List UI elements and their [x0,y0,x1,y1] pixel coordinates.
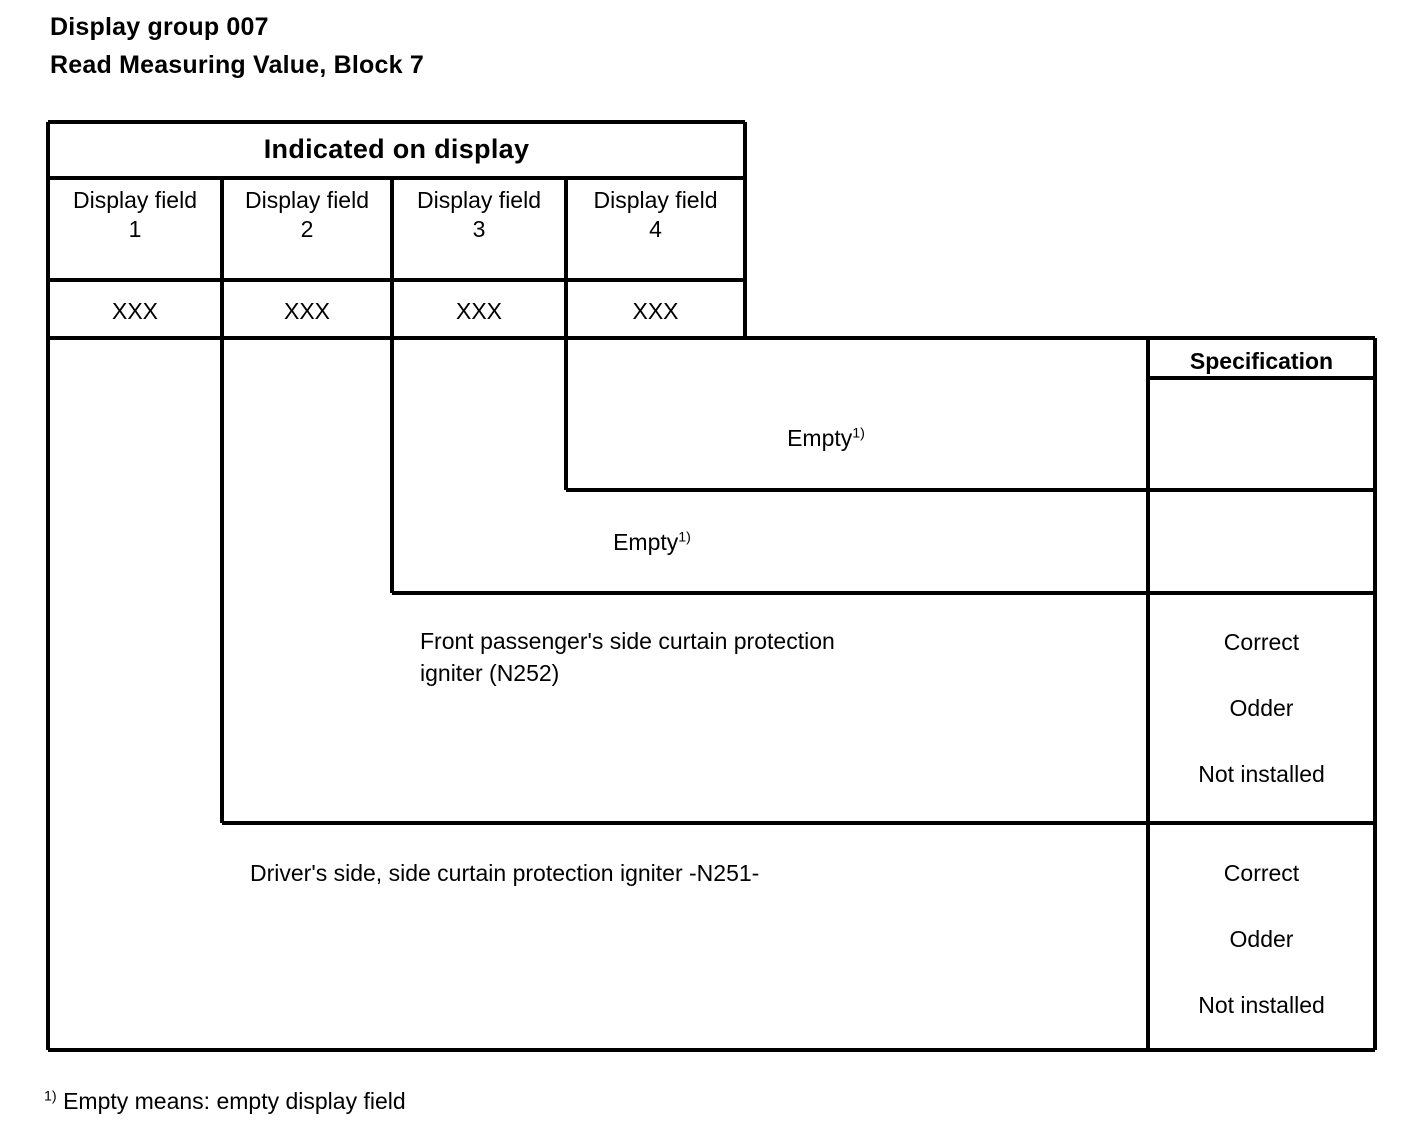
row-4-spec-option-3: Not installed [1198,992,1325,1018]
field-header-1-number: 1 [128,216,142,242]
page-title-line-1: Display group 007 [50,13,269,41]
value-cell-2-text: XXX [283,298,331,324]
value-cell-2: XXX [222,296,392,327]
value-cell-4: XXX [566,296,745,327]
row-4-spec-option-2: Odder [1229,926,1294,952]
row-2-footnote-marker: 1) [678,529,691,546]
specification-header-label: Specification [1189,348,1334,374]
row-2-description-text: Empty [613,529,679,555]
field-header-2-number: 2 [300,216,314,242]
row-3-spec-option-2: Odder [1229,695,1294,721]
footnote-marker: 1) [44,1088,57,1105]
row-4-specification-cell: Correct Odder Not installed [1148,858,1375,1021]
field-header-3-label: Display field [417,187,541,213]
row-3-specification-cell: Correct Odder Not installed [1148,627,1375,790]
row-2-description-cell: Empty1) [392,527,912,558]
field-header-2-label: Display field [245,187,369,213]
field-header-1: Display field 1 [48,186,222,244]
row-3-description-line-1: Front passenger's side curtain protectio… [420,628,835,654]
field-header-3-number: 3 [472,216,486,242]
field-header-1-label: Display field [73,187,197,213]
field-header-4-label: Display field [593,187,718,213]
page-title: Display group 007 Read Measuring Value, … [50,8,424,84]
page-title-line-2: Read Measuring Value, Block 7 [50,51,424,79]
specification-header-cell: Specification [1148,346,1375,377]
group-header-cell: Indicated on display [48,134,745,165]
field-header-4-number: 4 [649,216,662,242]
row-1-description-cell: Empty1) [566,423,1086,454]
value-cell-1: XXX [48,296,222,327]
footnote: 1) Empty means: empty display field [44,1088,406,1115]
footnote-text: Empty means: empty display field [63,1088,406,1114]
field-header-2: Display field 2 [222,186,392,244]
row-3-description-cell: Front passenger's side curtain protectio… [420,625,1120,689]
group-header-label: Indicated on display [263,134,530,164]
row-3-spec-option-3: Not installed [1198,761,1325,787]
row-4-description-line-1: Driver's side, side curtain protection i… [250,860,760,886]
field-header-4: Display field 4 [566,186,745,244]
row-3-spec-option-1: Correct [1223,629,1300,655]
row-3-description-line-2: igniter (N252) [420,660,560,686]
row-1-description-text: Empty [787,425,853,451]
row-4-description-cell: Driver's side, side curtain protection i… [250,857,1130,889]
row-1-footnote-marker: 1) [852,425,865,442]
value-cell-1-text: XXX [111,298,159,324]
row-4-spec-option-1: Correct [1223,860,1300,886]
field-header-3: Display field 3 [392,186,566,244]
value-cell-3-text: XXX [455,298,503,324]
value-cell-3: XXX [392,296,566,327]
value-cell-4-text: XXX [632,298,679,324]
